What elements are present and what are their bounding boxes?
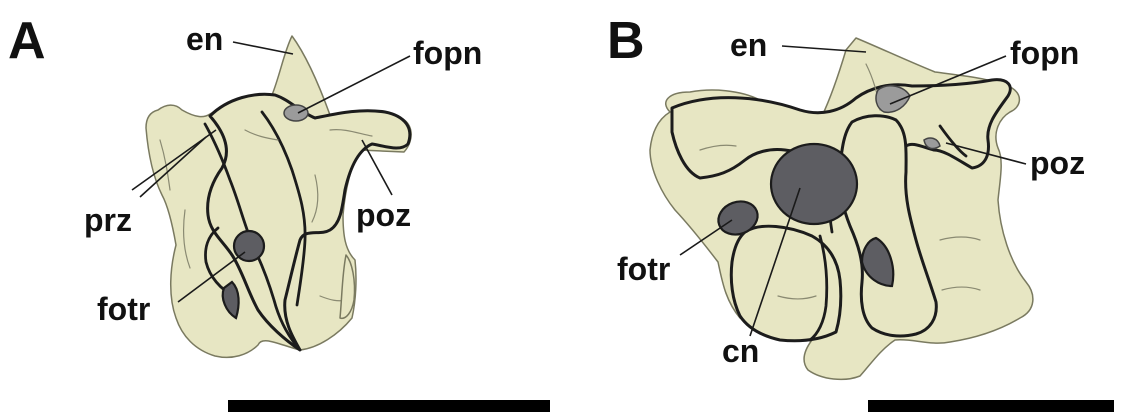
- panel-b-label-fopn: fopn: [1010, 35, 1079, 71]
- panel-b-scale-bar: [868, 400, 1114, 412]
- panel-a-en-leader: [233, 42, 293, 54]
- panel-b-label-poz: poz: [1030, 145, 1085, 181]
- panel-a-label-poz: poz: [356, 197, 411, 233]
- panel-a-label-fopn: fopn: [413, 35, 482, 71]
- panel-b-label-cn: cn: [722, 333, 759, 369]
- panel-a-label-prz: prz: [84, 202, 132, 238]
- panel-a: A en fopn prz poz fotr: [8, 12, 550, 412]
- panel-b: B en fopn po: [607, 12, 1114, 412]
- panel-b-centrum: [731, 226, 841, 341]
- panel-b-label-en: en: [730, 27, 767, 63]
- panel-a-label: A: [8, 12, 46, 70]
- panel-a-scale-bar: [228, 400, 550, 412]
- panel-a-label-en: en: [186, 21, 223, 57]
- panel-b-label-fotr: fotr: [617, 251, 670, 287]
- panel-a-label-fotr: fotr: [97, 291, 150, 327]
- panel-a-fopn-foramen: [284, 105, 308, 121]
- panel-b-cn-foramen: [771, 144, 857, 224]
- panel-b-label: B: [607, 12, 645, 70]
